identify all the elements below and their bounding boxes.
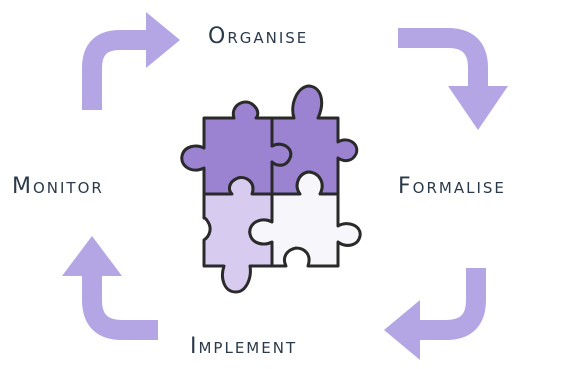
label-monitor: Monitor (12, 174, 104, 199)
arrow-implement-to-monitor (62, 236, 158, 340)
label-formalise: Formalise (398, 174, 506, 199)
arrow-organise-to-formalise (398, 28, 508, 130)
label-organise: Organise (208, 24, 309, 49)
arrow-monitor-to-organise (82, 12, 180, 110)
puzzle (180, 84, 362, 294)
arrow-formalise-to-implement (384, 268, 486, 360)
puzzle-piece-bottom-right (248, 170, 362, 268)
label-implement: Implement (190, 334, 298, 359)
